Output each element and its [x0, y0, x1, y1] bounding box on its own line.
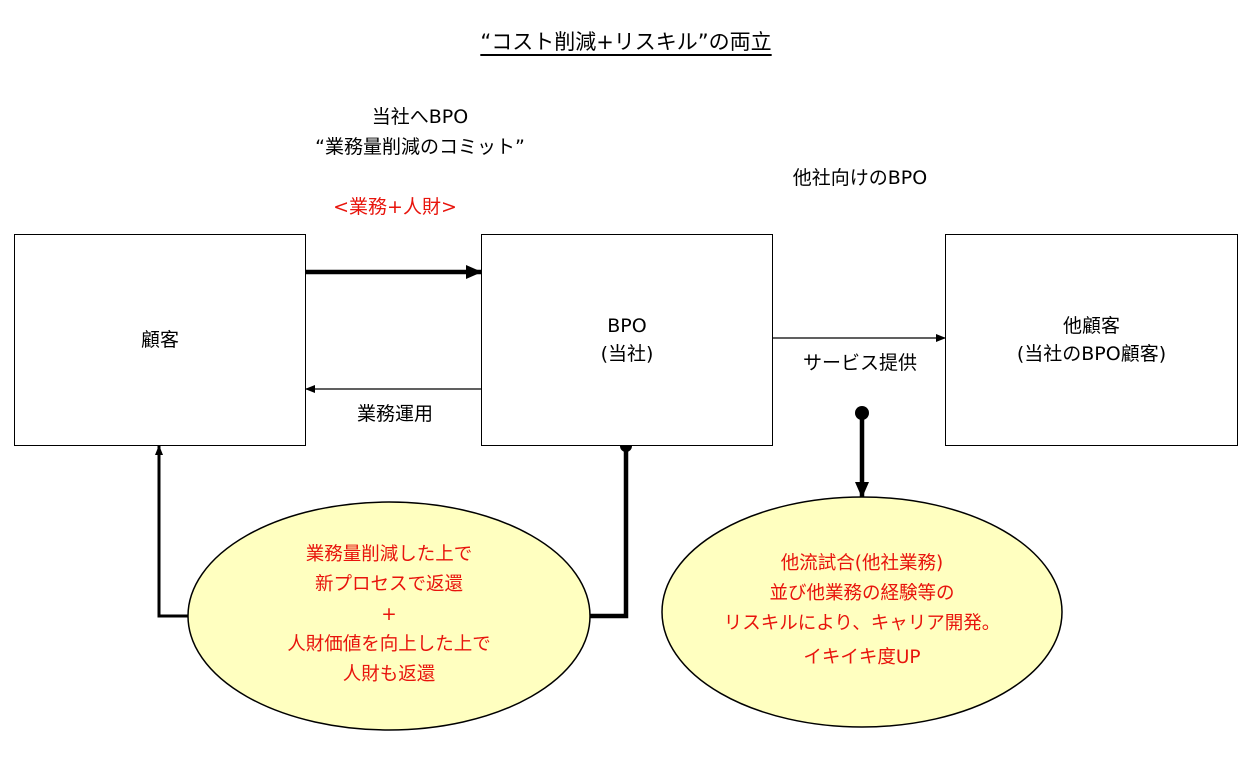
right-ellipse-shape: [661, 496, 1063, 728]
right-ellipse-line: イキイキ度UP: [803, 647, 921, 668]
transfer-label: <業務+人財>: [333, 196, 457, 218]
bpo-to-ellipse-connector: [590, 446, 629, 619]
bpo-to-company-label: 当社へBPO “業務量削減のコミット”: [260, 102, 580, 162]
right-ellipse-line: 並び他業務の経験等の: [769, 583, 955, 604]
right-ellipse-text: 他流試合(他社業務) 並び他業務の経験等の リスキルにより、キャリア開発。 イキ…: [692, 549, 1032, 673]
bpo-box-line1: BPO: [607, 315, 647, 337]
other-customer-line2: (当社のBPO顧客): [1016, 343, 1167, 365]
right-ellipse-line: 他流試合(他社業務): [780, 553, 944, 574]
left-ellipse-line: 人財価値を向上した上で: [287, 634, 491, 655]
bpo-to-company-line1: 当社へBPO: [371, 106, 469, 128]
ellipse-to-customer-arrow: [155, 445, 188, 618]
left-ellipse-line: 新プロセスで返還: [314, 574, 463, 595]
left-ellipse-line: 人財も返還: [342, 664, 436, 685]
bpo-box-line2: (当社): [600, 343, 654, 365]
diagram-title-text: “コスト削減+リスキル”の両立: [480, 30, 772, 54]
operations-label: 業務運用: [356, 403, 433, 425]
bpo-for-others-label: 他社向けのBPO: [792, 167, 928, 189]
other-customer-line1: 他顧客: [1062, 315, 1120, 337]
other-customer-box: 他顧客 (当社のBPO顧客): [945, 234, 1238, 446]
left-ellipse-text: 業務量削減した上で 新プロセスで返還 + 人財価値を向上した上で 人財も返還: [220, 540, 558, 690]
diagram-title: “コスト削減+リスキル”の両立: [0, 26, 1252, 56]
left-ellipse-line: 業務量削減した上で: [305, 544, 473, 565]
left-ellipse-shape: [187, 501, 591, 731]
service-label: サービス提供: [802, 352, 917, 374]
bpo-box: BPO (当社): [481, 234, 773, 446]
right-ellipse-line: リスキルにより、キャリア開発。: [723, 613, 1001, 634]
customer-box-label: 顧客: [140, 329, 179, 351]
left-ellipse-line: +: [381, 604, 397, 625]
service-connector-dot: [855, 406, 869, 420]
customer-box: 顧客: [14, 234, 306, 446]
bpo-to-company-line2: “業務量削減のコミット”: [315, 136, 525, 158]
